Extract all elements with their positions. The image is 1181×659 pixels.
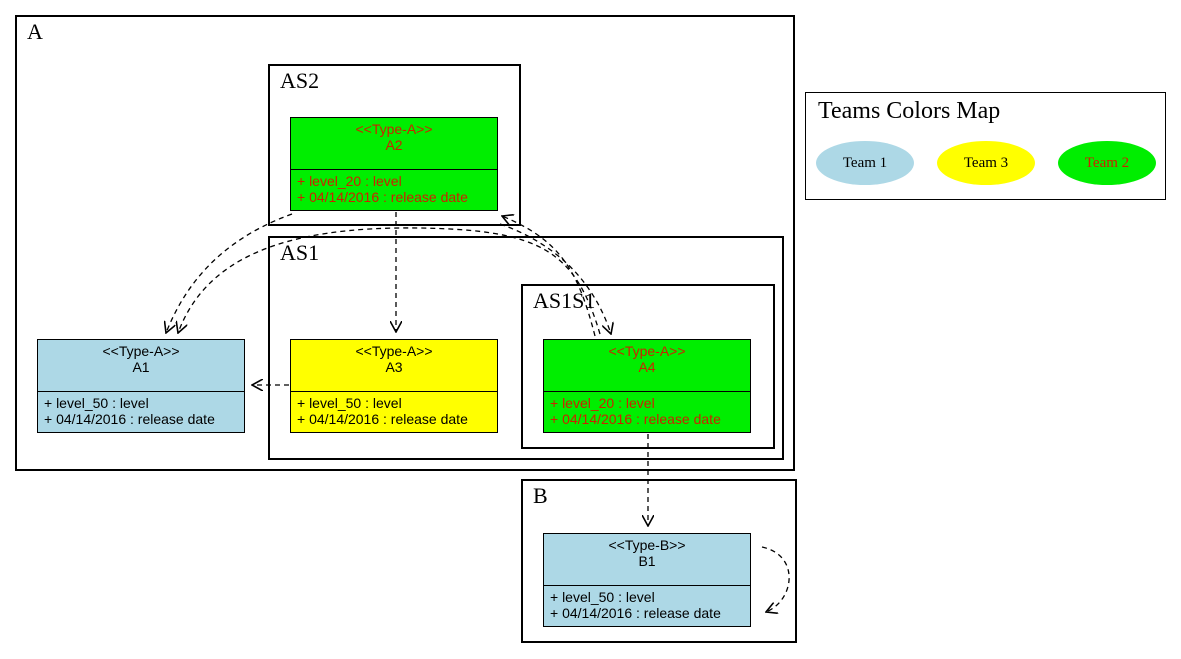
node-a4-attr-release: + 04/14/2016 : release date bbox=[550, 411, 721, 427]
node-a1-stereotype: <<Type-A>> bbox=[102, 343, 180, 359]
node-a3[interactable]: <<Type-A>> A3 + level_50 : level + 04/14… bbox=[290, 339, 498, 433]
node-a3-stereotype: <<Type-A>> bbox=[355, 343, 433, 359]
node-a4-attr-level: + level_20 : level bbox=[550, 395, 655, 411]
node-a1-attr-release: + 04/14/2016 : release date bbox=[44, 411, 215, 427]
node-a1-name: A1 bbox=[132, 359, 150, 375]
cluster-as2-label: AS2 bbox=[280, 68, 320, 93]
legend-team-2: Team 2 bbox=[1058, 141, 1156, 185]
legend-team-2-label: Team 2 bbox=[1084, 154, 1130, 171]
node-a4-attributes: + level_20 : level + 04/14/2016 : releas… bbox=[544, 392, 750, 427]
legend-team-3: Team 3 bbox=[937, 141, 1035, 185]
node-a3-name: A3 bbox=[385, 359, 403, 375]
node-a1-attr-level: + level_50 : level bbox=[44, 395, 149, 411]
node-a2-attr-release: + 04/14/2016 : release date bbox=[297, 189, 468, 205]
edge-a2-a1 bbox=[166, 213, 293, 333]
legend-team-3-label: Team 3 bbox=[963, 154, 1009, 171]
edge-a2-a4 bbox=[499, 223, 611, 334]
node-a2-header: <<Type-A>> A2 bbox=[291, 118, 497, 170]
node-a4-stereotype: <<Type-A>> bbox=[608, 343, 686, 359]
legend-title: Teams Colors Map bbox=[818, 98, 1001, 124]
node-b1-attr-level: + level_50 : level bbox=[550, 589, 655, 605]
node-b1-header: <<Type-B>> B1 bbox=[544, 534, 750, 586]
cluster-b-label: B bbox=[533, 483, 548, 508]
node-a2-stereotype: <<Type-A>> bbox=[355, 121, 433, 137]
legend-team-1-label: Team 1 bbox=[842, 154, 888, 171]
node-a1-attributes: + level_50 : level + 04/14/2016 : releas… bbox=[38, 392, 244, 427]
cluster-as1-label: AS1 bbox=[280, 240, 320, 265]
node-a3-attributes: + level_50 : level + 04/14/2016 : releas… bbox=[291, 392, 497, 427]
node-b1-attributes: + level_50 : level + 04/14/2016 : releas… bbox=[544, 586, 750, 621]
edge-b1-self bbox=[761, 546, 790, 612]
cluster-as1s1-label: AS1S1 bbox=[533, 288, 596, 313]
edge-a4-a1 bbox=[178, 227, 601, 334]
node-a4-name: A4 bbox=[638, 359, 656, 375]
node-b1-name: B1 bbox=[638, 553, 656, 569]
node-a3-header: <<Type-A>> A3 bbox=[291, 340, 497, 392]
node-a3-attr-level: + level_50 : level bbox=[297, 395, 402, 411]
node-a1-header: <<Type-A>> A1 bbox=[38, 340, 244, 392]
legend: Teams Colors Map Team 1 Team 3 Team 2 bbox=[805, 92, 1166, 200]
node-b1-attr-release: + 04/14/2016 : release date bbox=[550, 605, 721, 621]
node-b1[interactable]: <<Type-B>> B1 + level_50 : level + 04/14… bbox=[543, 533, 751, 627]
node-b1-stereotype: <<Type-B>> bbox=[608, 537, 686, 553]
node-a3-attr-release: + 04/14/2016 : release date bbox=[297, 411, 468, 427]
node-a2-name: A2 bbox=[385, 137, 403, 153]
node-a2-attr-level: + level_20 : level bbox=[297, 173, 402, 189]
edge-a4-a2 bbox=[502, 216, 596, 337]
node-a4[interactable]: <<Type-A>> A4 + level_20 : level + 04/14… bbox=[543, 339, 751, 433]
node-a4-header: <<Type-A>> A4 bbox=[544, 340, 750, 392]
node-a1[interactable]: <<Type-A>> A1 + level_50 : level + 04/14… bbox=[37, 339, 245, 433]
cluster-a-label: A bbox=[27, 19, 43, 44]
node-a2-attributes: + level_20 : level + 04/14/2016 : releas… bbox=[291, 170, 497, 205]
node-a2[interactable]: <<Type-A>> A2 + level_20 : level + 04/14… bbox=[290, 117, 498, 211]
legend-team-1: Team 1 bbox=[816, 141, 914, 185]
